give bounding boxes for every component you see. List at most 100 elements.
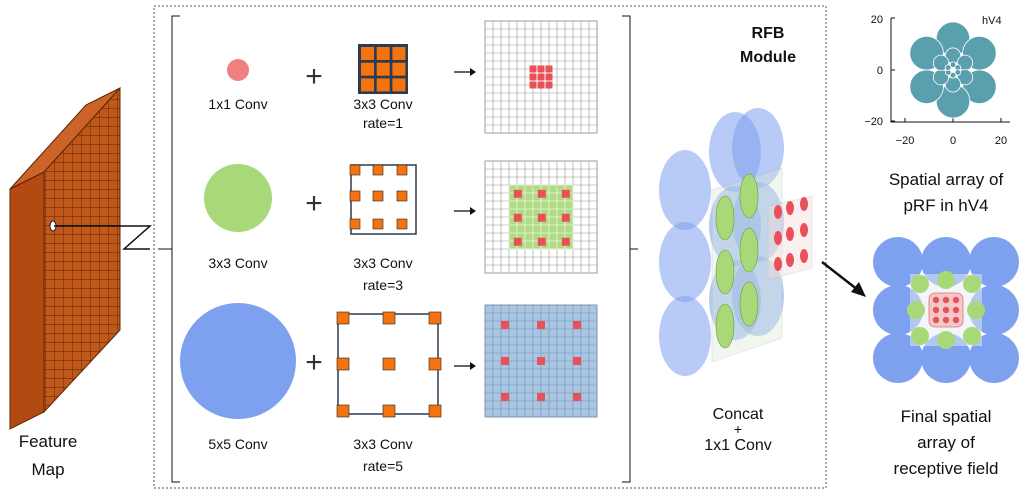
grid3-sample	[573, 357, 581, 365]
stack-red-ellipse	[800, 197, 808, 211]
grid1-sample	[537, 81, 545, 89]
stack-green-ellipse	[739, 173, 759, 219]
kernel3-cell	[428, 404, 442, 418]
feature-map-front	[9, 171, 45, 430]
final-green-circle	[963, 327, 981, 345]
kernel3-cell	[382, 357, 396, 371]
feature-map-label-2: Map	[31, 460, 64, 479]
feature-map-label-1: Feature	[19, 432, 78, 451]
grid2-sample	[537, 189, 546, 198]
branch3-plus: +	[305, 346, 323, 379]
stack-blue-ellipse	[732, 108, 784, 188]
stack-green-ellipse	[715, 249, 735, 295]
stack-red-ellipse	[774, 257, 782, 271]
final-green-circle	[937, 271, 955, 289]
stack-blue-ellipse	[659, 150, 711, 230]
hv4-xtick-right: 20	[995, 135, 1007, 147]
kernel1-cell	[392, 78, 406, 92]
final-green-circle	[967, 301, 985, 319]
branch2-kernel	[349, 164, 417, 235]
branch1-left-label: 1x1 Conv	[208, 96, 267, 112]
branch3-kernel-label-1: 3x3 Conv	[353, 436, 412, 452]
final-green-circle	[911, 327, 929, 345]
branch3-left-label: 5x5 Conv	[208, 436, 267, 452]
final-red-dot	[952, 316, 960, 324]
final-green-circle	[963, 275, 981, 293]
stack-red-ellipse	[786, 227, 794, 241]
concat-plus: +	[734, 421, 742, 437]
branch1-kernel	[358, 44, 408, 94]
hv4-prf-circles	[909, 21, 997, 119]
kernel1-cell	[392, 47, 406, 60]
grid3-sample	[537, 321, 545, 329]
kernel2-cell	[372, 218, 384, 230]
branch2-left-label: 3x3 Conv	[208, 255, 267, 271]
final-red-dot	[952, 296, 960, 304]
branch2-kernel-label-2: rate=3	[363, 277, 403, 293]
kernel2-cell	[396, 218, 408, 230]
kernel2-cell	[349, 218, 361, 230]
kernel2-cell	[396, 190, 408, 202]
kernel3-cell	[336, 311, 350, 325]
hv4-xtick-left: −20	[896, 135, 915, 147]
final-red-dot	[952, 306, 960, 314]
output-arrowhead	[851, 282, 866, 297]
kernel3-cell	[336, 404, 350, 418]
hv4-caption-1: Spatial array of	[889, 170, 1004, 189]
stack-green-ellipse	[715, 303, 735, 349]
final-red-dot	[932, 316, 940, 324]
grid2-sample	[561, 189, 570, 198]
left-bracket	[171, 15, 180, 483]
grid2-sample	[561, 213, 570, 222]
branch3-kernel	[336, 311, 442, 418]
final-green-circle	[911, 275, 929, 293]
kernel1-cell	[361, 62, 374, 76]
concat-label-2: 1x1 Conv	[704, 437, 772, 454]
branch2-kernel-label-1: 3x3 Conv	[353, 255, 412, 271]
grid1-sample	[529, 73, 537, 81]
branch1-plus: +	[305, 60, 323, 93]
hv4-ytick-top: 20	[871, 14, 883, 26]
branch2-conv-circle	[204, 164, 272, 232]
hv4-xtick-mid: 0	[950, 135, 956, 147]
feature-to-branch-connector	[54, 225, 152, 250]
grid1-sample	[537, 73, 545, 81]
concat-stack	[659, 108, 813, 376]
grid3-sample	[573, 321, 581, 329]
kernel3-cell	[428, 357, 442, 371]
branch2-plus: +	[305, 187, 323, 220]
stack-red-ellipse	[774, 205, 782, 219]
grid1-sample	[545, 73, 553, 81]
grid1-sample	[545, 65, 553, 73]
feature-map-face	[43, 86, 121, 414]
feature-map	[9, 86, 152, 430]
branch3-arrowhead	[470, 362, 476, 370]
stack-red-ellipse	[786, 201, 794, 215]
stack-blue-ellipse	[659, 222, 711, 302]
hv4-ytick-mid: 0	[877, 65, 883, 77]
branch3-receptive-grid	[484, 304, 598, 418]
module-frame	[153, 5, 827, 489]
branch1-kernel-label-1: 3x3 Conv	[353, 96, 412, 112]
hv4-prf-circle	[956, 69, 974, 86]
hv4-ytick-bottom: −20	[864, 116, 883, 128]
hv4-caption-2: pRF in hV4	[903, 196, 988, 215]
kernel1-cell	[392, 62, 406, 76]
final-green-circle	[907, 301, 925, 319]
branch3-kernel-label-2: rate=5	[363, 458, 403, 474]
kernel2-cell	[372, 164, 384, 176]
kernel1-cell	[376, 62, 390, 76]
final-caption-1: Final spatial	[901, 407, 992, 426]
stack-green-ellipse	[715, 195, 735, 241]
branch1-kernel-label-2: rate=1	[363, 115, 403, 131]
final-caption-2: array of	[917, 433, 975, 452]
grid2-sample	[537, 213, 546, 222]
grid1-sample	[537, 65, 545, 73]
grid3-sample	[537, 357, 545, 365]
stack-red-ellipse	[800, 223, 808, 237]
branch3-conv-circle	[180, 303, 296, 419]
grid2-sample	[537, 237, 546, 246]
kernel1-cell	[361, 78, 374, 92]
grid2-sample	[513, 237, 522, 246]
